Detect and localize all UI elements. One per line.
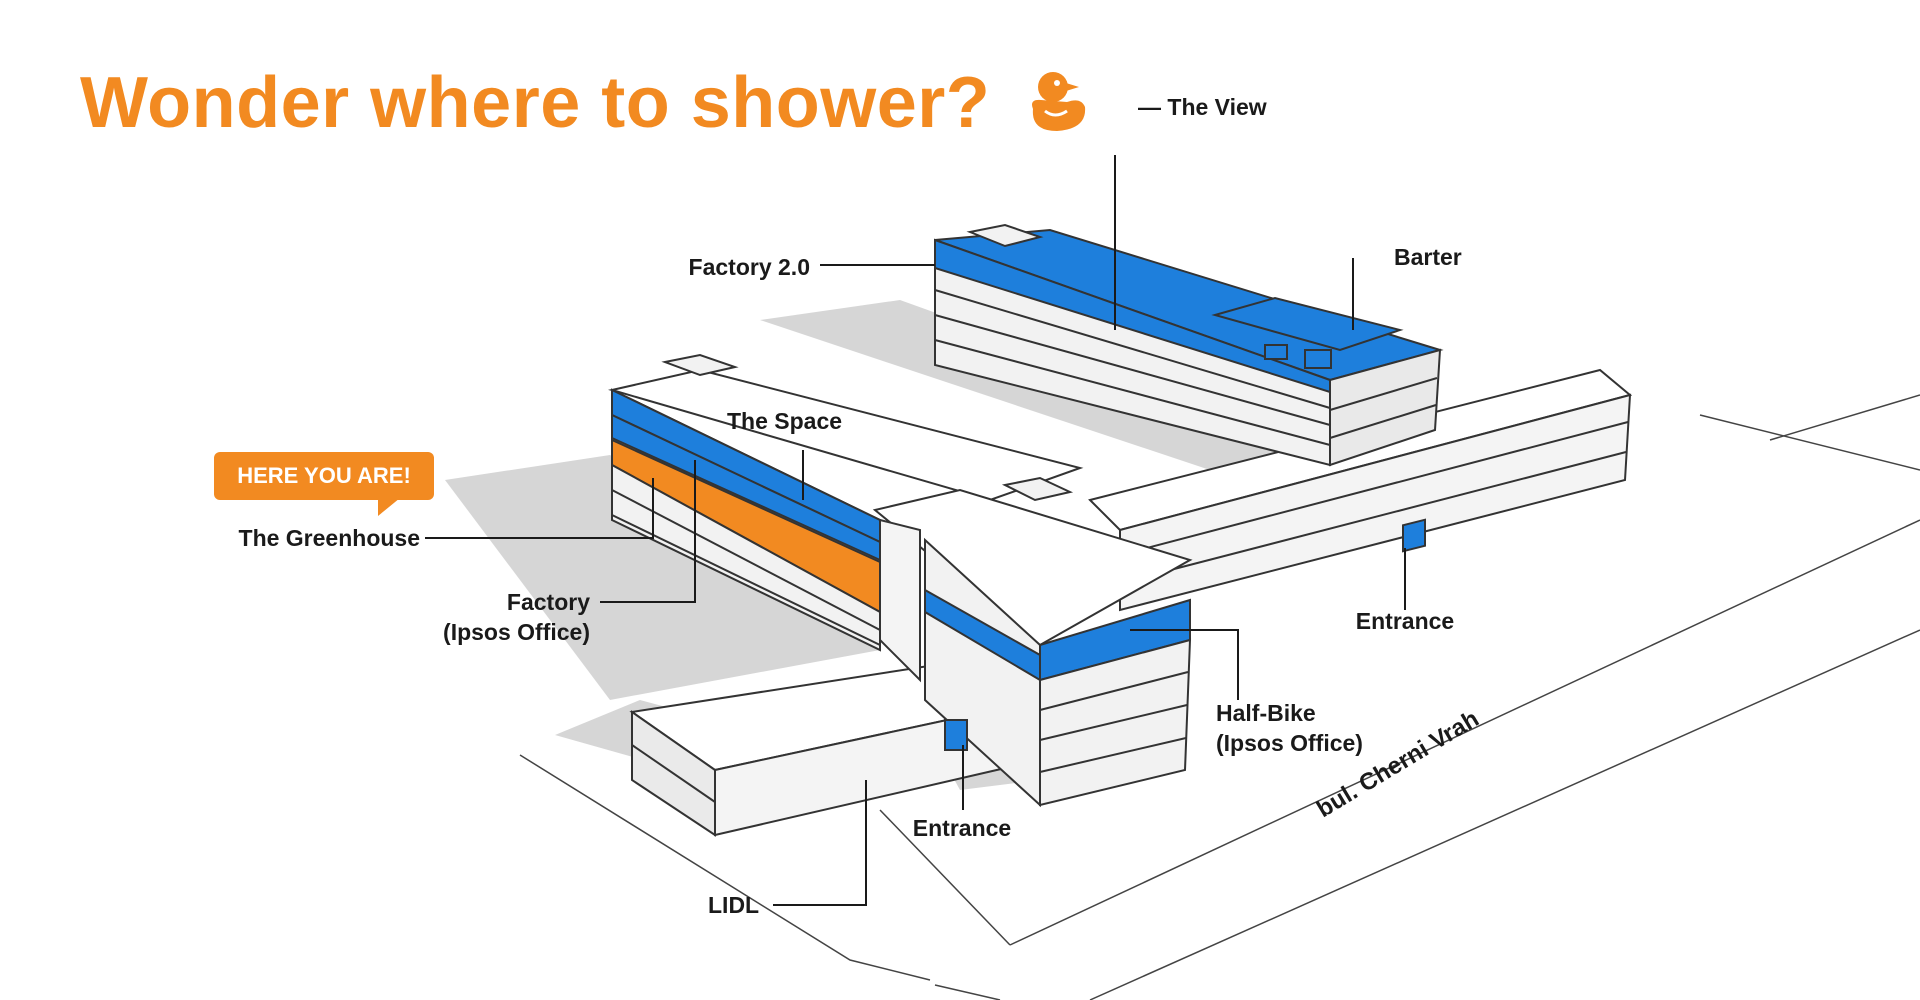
title-text: Wonder where to shower? [80,63,991,143]
entrance-right-door [1402,518,1426,553]
building-half-bike [872,476,1193,808]
label-half-bike-line1: Half-Bike [1216,700,1316,726]
label-the-view: — The View [1138,92,1267,122]
entrance-center-door [944,719,968,751]
label-entrance-right: Entrance [1355,608,1455,634]
building-the-space [608,353,1084,652]
here-you-are-badge: HERE YOU ARE! [214,452,434,516]
rubber-duck-icon [1021,69,1089,152]
label-factory-line1: Factory [506,589,590,615]
label-the-view-text: The View [1167,94,1267,120]
label-factory-2: Factory 2.0 [688,254,810,280]
badge-tail [378,498,400,516]
label-the-greenhouse: The Greenhouse [238,525,420,551]
label-factory: Factory (Ipsos Office) [380,587,590,647]
leader-lines [425,155,1406,906]
label-factory-line2: (Ipsos Office) [443,619,590,645]
dash-marker: — [1138,94,1168,120]
label-lidl: LIDL [708,892,760,918]
badge-text: HERE YOU ARE! [237,463,411,488]
page-title: Wonder where to shower? [80,62,1089,152]
label-half-bike: Half-Bike (Ipsos Office) [1216,698,1363,758]
building-factory-2 [934,223,1444,467]
label-half-bike-line2: (Ipsos Office) [1216,730,1363,756]
label-barter: Barter [1394,244,1462,270]
ground-outline [519,394,1920,1000]
label-the-space: The Space [727,408,843,434]
label-entrance-center: Entrance [912,815,1012,841]
